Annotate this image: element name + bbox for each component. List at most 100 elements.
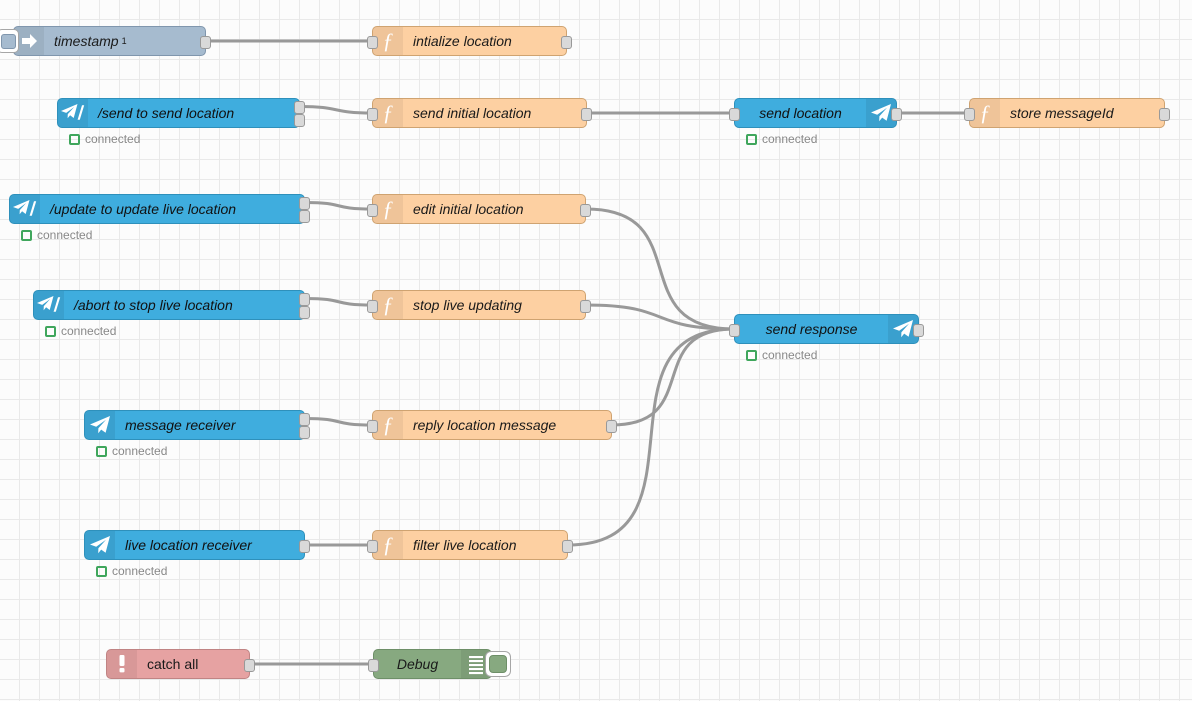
input-port[interactable] bbox=[367, 539, 378, 553]
output-port[interactable] bbox=[299, 197, 310, 210]
output-port[interactable] bbox=[1159, 107, 1170, 121]
function-f-icon: ƒ bbox=[373, 27, 403, 55]
node-tg-send-command[interactable]: /send to send location bbox=[57, 98, 305, 128]
status-label: connected bbox=[85, 132, 141, 146]
node-label: message receiver bbox=[115, 411, 304, 439]
node-label: send response bbox=[735, 315, 888, 343]
node-label: stop live updating bbox=[403, 291, 585, 319]
output-port[interactable] bbox=[244, 658, 255, 672]
input-port[interactable] bbox=[367, 419, 378, 433]
input-port[interactable] bbox=[367, 203, 378, 217]
node-label-text: /send to send location bbox=[98, 105, 235, 121]
status-label: connected bbox=[112, 444, 168, 458]
input-port[interactable] bbox=[368, 658, 379, 672]
output-port[interactable] bbox=[294, 114, 305, 127]
output-port[interactable] bbox=[606, 419, 617, 433]
node-label: reply location message bbox=[403, 411, 611, 439]
output-port[interactable] bbox=[913, 323, 924, 337]
inject-trigger-button[interactable] bbox=[0, 29, 19, 53]
node-label: /send to send location bbox=[88, 99, 299, 127]
node-status: connected bbox=[746, 348, 817, 362]
node-tg-send-location[interactable]: send location bbox=[729, 98, 902, 128]
input-port[interactable] bbox=[729, 323, 740, 337]
wire-tg-send-command-to-fn-send-initial-location bbox=[298, 105, 374, 115]
function-f-icon: ƒ bbox=[382, 292, 394, 317]
debug-toggle-button[interactable] bbox=[485, 651, 511, 677]
status-ok-icon bbox=[96, 445, 107, 457]
wire-fn-edit-initial-location-to-tg-send-response bbox=[584, 207, 736, 331]
node-fn-initialize-location[interactable]: ƒ intialize location bbox=[367, 26, 572, 56]
node-fn-send-initial-location[interactable]: ƒ send initial location bbox=[367, 98, 592, 128]
wire-tg-message-receiver-to-fn-reply-location-message bbox=[303, 417, 374, 427]
node-fn-stop-live-updating[interactable]: ƒ stop live updating bbox=[367, 290, 591, 320]
debug-lines-icon bbox=[461, 650, 491, 678]
status-ok-icon bbox=[96, 565, 107, 577]
node-tg-send-response[interactable]: send response bbox=[729, 314, 924, 344]
node-tg-live-location-receiver[interactable]: live location receiver bbox=[84, 530, 310, 560]
wire-fn-reply-location-message-to-tg-send-response bbox=[610, 327, 736, 427]
node-label: send location bbox=[735, 99, 866, 127]
telegram-command-icon bbox=[13, 200, 37, 216]
node-label-text: message receiver bbox=[125, 417, 236, 433]
node-label-text: intialize location bbox=[413, 33, 512, 49]
node-label-text: /abort to stop live location bbox=[74, 297, 233, 313]
output-port[interactable] bbox=[891, 107, 902, 121]
node-label: Debug bbox=[374, 650, 461, 678]
node-label-text: timestamp bbox=[54, 33, 119, 49]
node-label-text: send initial location bbox=[413, 105, 532, 121]
input-port[interactable] bbox=[367, 107, 378, 121]
node-status: connected bbox=[45, 324, 116, 338]
function-f-icon: ƒ bbox=[373, 291, 403, 319]
input-port[interactable] bbox=[367, 35, 378, 49]
function-f-icon: ƒ bbox=[373, 99, 403, 127]
output-port[interactable] bbox=[299, 210, 310, 223]
output-port[interactable] bbox=[299, 539, 310, 553]
node-label: catch all bbox=[137, 650, 249, 678]
input-port[interactable] bbox=[964, 107, 975, 121]
telegram-command-icon bbox=[34, 291, 64, 319]
input-port[interactable] bbox=[367, 299, 378, 313]
output-port[interactable] bbox=[562, 539, 573, 553]
telegram-plane-icon bbox=[871, 104, 891, 122]
telegram-command-icon bbox=[37, 296, 61, 312]
output-port[interactable] bbox=[299, 293, 310, 306]
output-port[interactable] bbox=[299, 413, 310, 426]
output-port[interactable] bbox=[299, 306, 310, 319]
status-label: connected bbox=[762, 132, 818, 146]
node-label-text: reply location message bbox=[413, 417, 557, 433]
output-port[interactable] bbox=[299, 426, 310, 439]
node-status: connected bbox=[69, 132, 140, 146]
function-f-icon: ƒ bbox=[373, 531, 403, 559]
output-port[interactable] bbox=[561, 35, 572, 49]
output-port[interactable] bbox=[580, 203, 591, 217]
node-tg-update-command[interactable]: /update to update live location bbox=[9, 194, 310, 224]
node-tg-abort-command[interactable]: /abort to stop live location bbox=[33, 290, 310, 320]
output-port[interactable] bbox=[580, 299, 591, 313]
node-debug-node[interactable]: Debug bbox=[368, 649, 511, 679]
alert-exclamation-icon bbox=[107, 650, 137, 678]
status-ok-icon bbox=[69, 133, 80, 145]
node-label: send initial location bbox=[403, 99, 586, 127]
inject-arrow-icon bbox=[14, 27, 44, 55]
status-label: connected bbox=[61, 324, 117, 338]
node-status: connected bbox=[96, 564, 167, 578]
telegram-plane-icon bbox=[90, 416, 110, 434]
output-port[interactable] bbox=[200, 35, 211, 49]
wire-tg-update-command-to-fn-edit-initial-location bbox=[303, 201, 374, 211]
function-f-icon: ƒ bbox=[382, 100, 394, 125]
output-port[interactable] bbox=[581, 107, 592, 121]
telegram-plane-icon bbox=[85, 531, 115, 559]
telegram-command-icon bbox=[58, 99, 88, 127]
node-catch-all[interactable]: catch all bbox=[106, 649, 255, 679]
node-tg-message-receiver[interactable]: message receiver bbox=[84, 410, 310, 440]
function-f-icon: ƒ bbox=[382, 196, 394, 221]
output-port[interactable] bbox=[294, 101, 305, 114]
input-port[interactable] bbox=[729, 107, 740, 121]
node-label: /abort to stop live location bbox=[64, 291, 304, 319]
